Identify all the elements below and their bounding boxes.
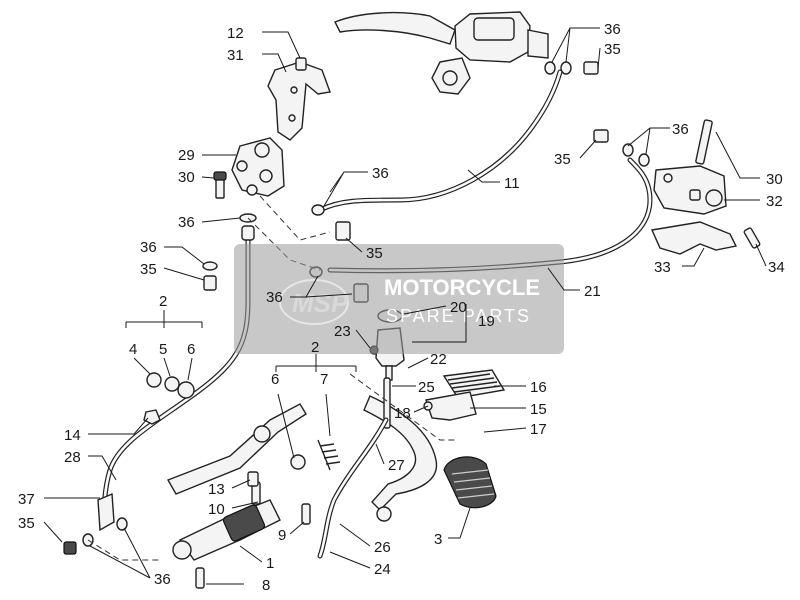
washer-36-lower-b-part <box>116 517 128 531</box>
leader-lines <box>43 27 767 585</box>
callout-8: 8 <box>262 577 270 594</box>
bolt-35-part <box>203 275 217 291</box>
callout-5: 5 <box>159 341 167 358</box>
callout-12: 12 <box>227 25 244 42</box>
callout-7: 7 <box>320 371 328 388</box>
brake-distributor-part <box>231 137 285 197</box>
banjo-37-part <box>97 492 115 532</box>
watermark-logo-ring <box>279 279 349 325</box>
washer-36-lower-part <box>202 261 218 271</box>
callout-35: 35 <box>554 151 571 168</box>
callout-31: 31 <box>227 47 244 64</box>
callout-labels: 12 31 36 35 29 30 36 11 36 35 36 30 32 3… <box>18 21 785 594</box>
washer-4-part <box>146 372 162 388</box>
callout-25: 25 <box>418 379 435 396</box>
bolt-34-part <box>743 227 761 249</box>
callout-22: 22 <box>430 351 447 368</box>
callout-35: 35 <box>18 515 35 532</box>
callout-3: 3 <box>434 531 442 548</box>
bracket-31-part <box>267 57 331 141</box>
pedal-rubber-part <box>423 369 506 421</box>
callout-37: 37 <box>18 491 35 508</box>
rear-caliper-part <box>653 165 727 215</box>
callout-1: 1 <box>266 555 274 572</box>
callout-23: 23 <box>334 323 351 340</box>
callout-36: 36 <box>154 571 171 588</box>
callout-13: 13 <box>208 481 225 498</box>
brake-hose-11-part <box>317 69 563 213</box>
pin-9-part <box>301 503 311 525</box>
watermark-brand-line1: MOTORCYCLE <box>384 275 540 300</box>
callout-17: 17 <box>530 421 547 438</box>
bolt-30-left-part <box>213 171 227 199</box>
callout-30: 30 <box>766 171 783 188</box>
callout-36: 36 <box>604 21 621 38</box>
nut-14-part <box>143 409 161 425</box>
callout-36: 36 <box>178 214 195 231</box>
callout-18: 18 <box>394 405 411 422</box>
pushrod-part <box>317 377 391 559</box>
brake-lever-part <box>334 11 549 95</box>
caliper-bracket-part <box>650 221 738 255</box>
callout-29: 29 <box>178 147 195 164</box>
callout-20: 20 <box>450 299 467 316</box>
callout-19: 19 <box>478 313 495 330</box>
callout-27: 27 <box>388 457 405 474</box>
callout-10: 10 <box>208 501 225 518</box>
callout-32: 32 <box>766 193 783 210</box>
washer-5-part <box>164 376 180 392</box>
callout-30: 30 <box>178 169 195 186</box>
callout-2: 2 <box>159 293 167 310</box>
bolt-13-part <box>247 471 259 487</box>
bolt-35-lower-part <box>63 541 77 555</box>
callout-15: 15 <box>530 401 547 418</box>
callout-6: 6 <box>187 341 195 358</box>
callout-6: 6 <box>271 371 279 388</box>
washer-6-part <box>177 381 195 399</box>
watermark-panel <box>234 244 564 354</box>
brake-pedal-part <box>363 395 438 522</box>
callout-2: 2 <box>311 339 319 356</box>
callout-14: 14 <box>64 427 81 444</box>
callout-35: 35 <box>140 261 157 278</box>
callout-28: 28 <box>64 449 81 466</box>
callout-9: 9 <box>278 527 286 544</box>
callout-35: 35 <box>604 41 621 58</box>
watermark: MSP MOTORCYCLE SPARE PARTS <box>234 244 564 354</box>
callout-26: 26 <box>374 539 391 556</box>
lever-linkage-part <box>166 403 341 495</box>
callout-11: 11 <box>504 175 520 192</box>
callout-36: 36 <box>266 289 283 306</box>
rubber-boot-part <box>443 456 497 509</box>
callout-35: 35 <box>366 245 383 262</box>
callout-33: 33 <box>654 259 671 276</box>
master-cylinder-part <box>172 481 281 589</box>
callout-4: 4 <box>129 341 137 358</box>
callout-34: 34 <box>768 259 785 276</box>
callout-36: 36 <box>672 121 689 138</box>
callout-21: 21 <box>584 283 601 300</box>
callout-16: 16 <box>530 379 547 396</box>
callout-24: 24 <box>374 561 391 578</box>
watermark-logo: MSP <box>292 288 349 318</box>
bolt-30-right-part <box>695 119 713 165</box>
callout-36: 36 <box>372 165 389 182</box>
callout-36: 36 <box>140 239 157 256</box>
